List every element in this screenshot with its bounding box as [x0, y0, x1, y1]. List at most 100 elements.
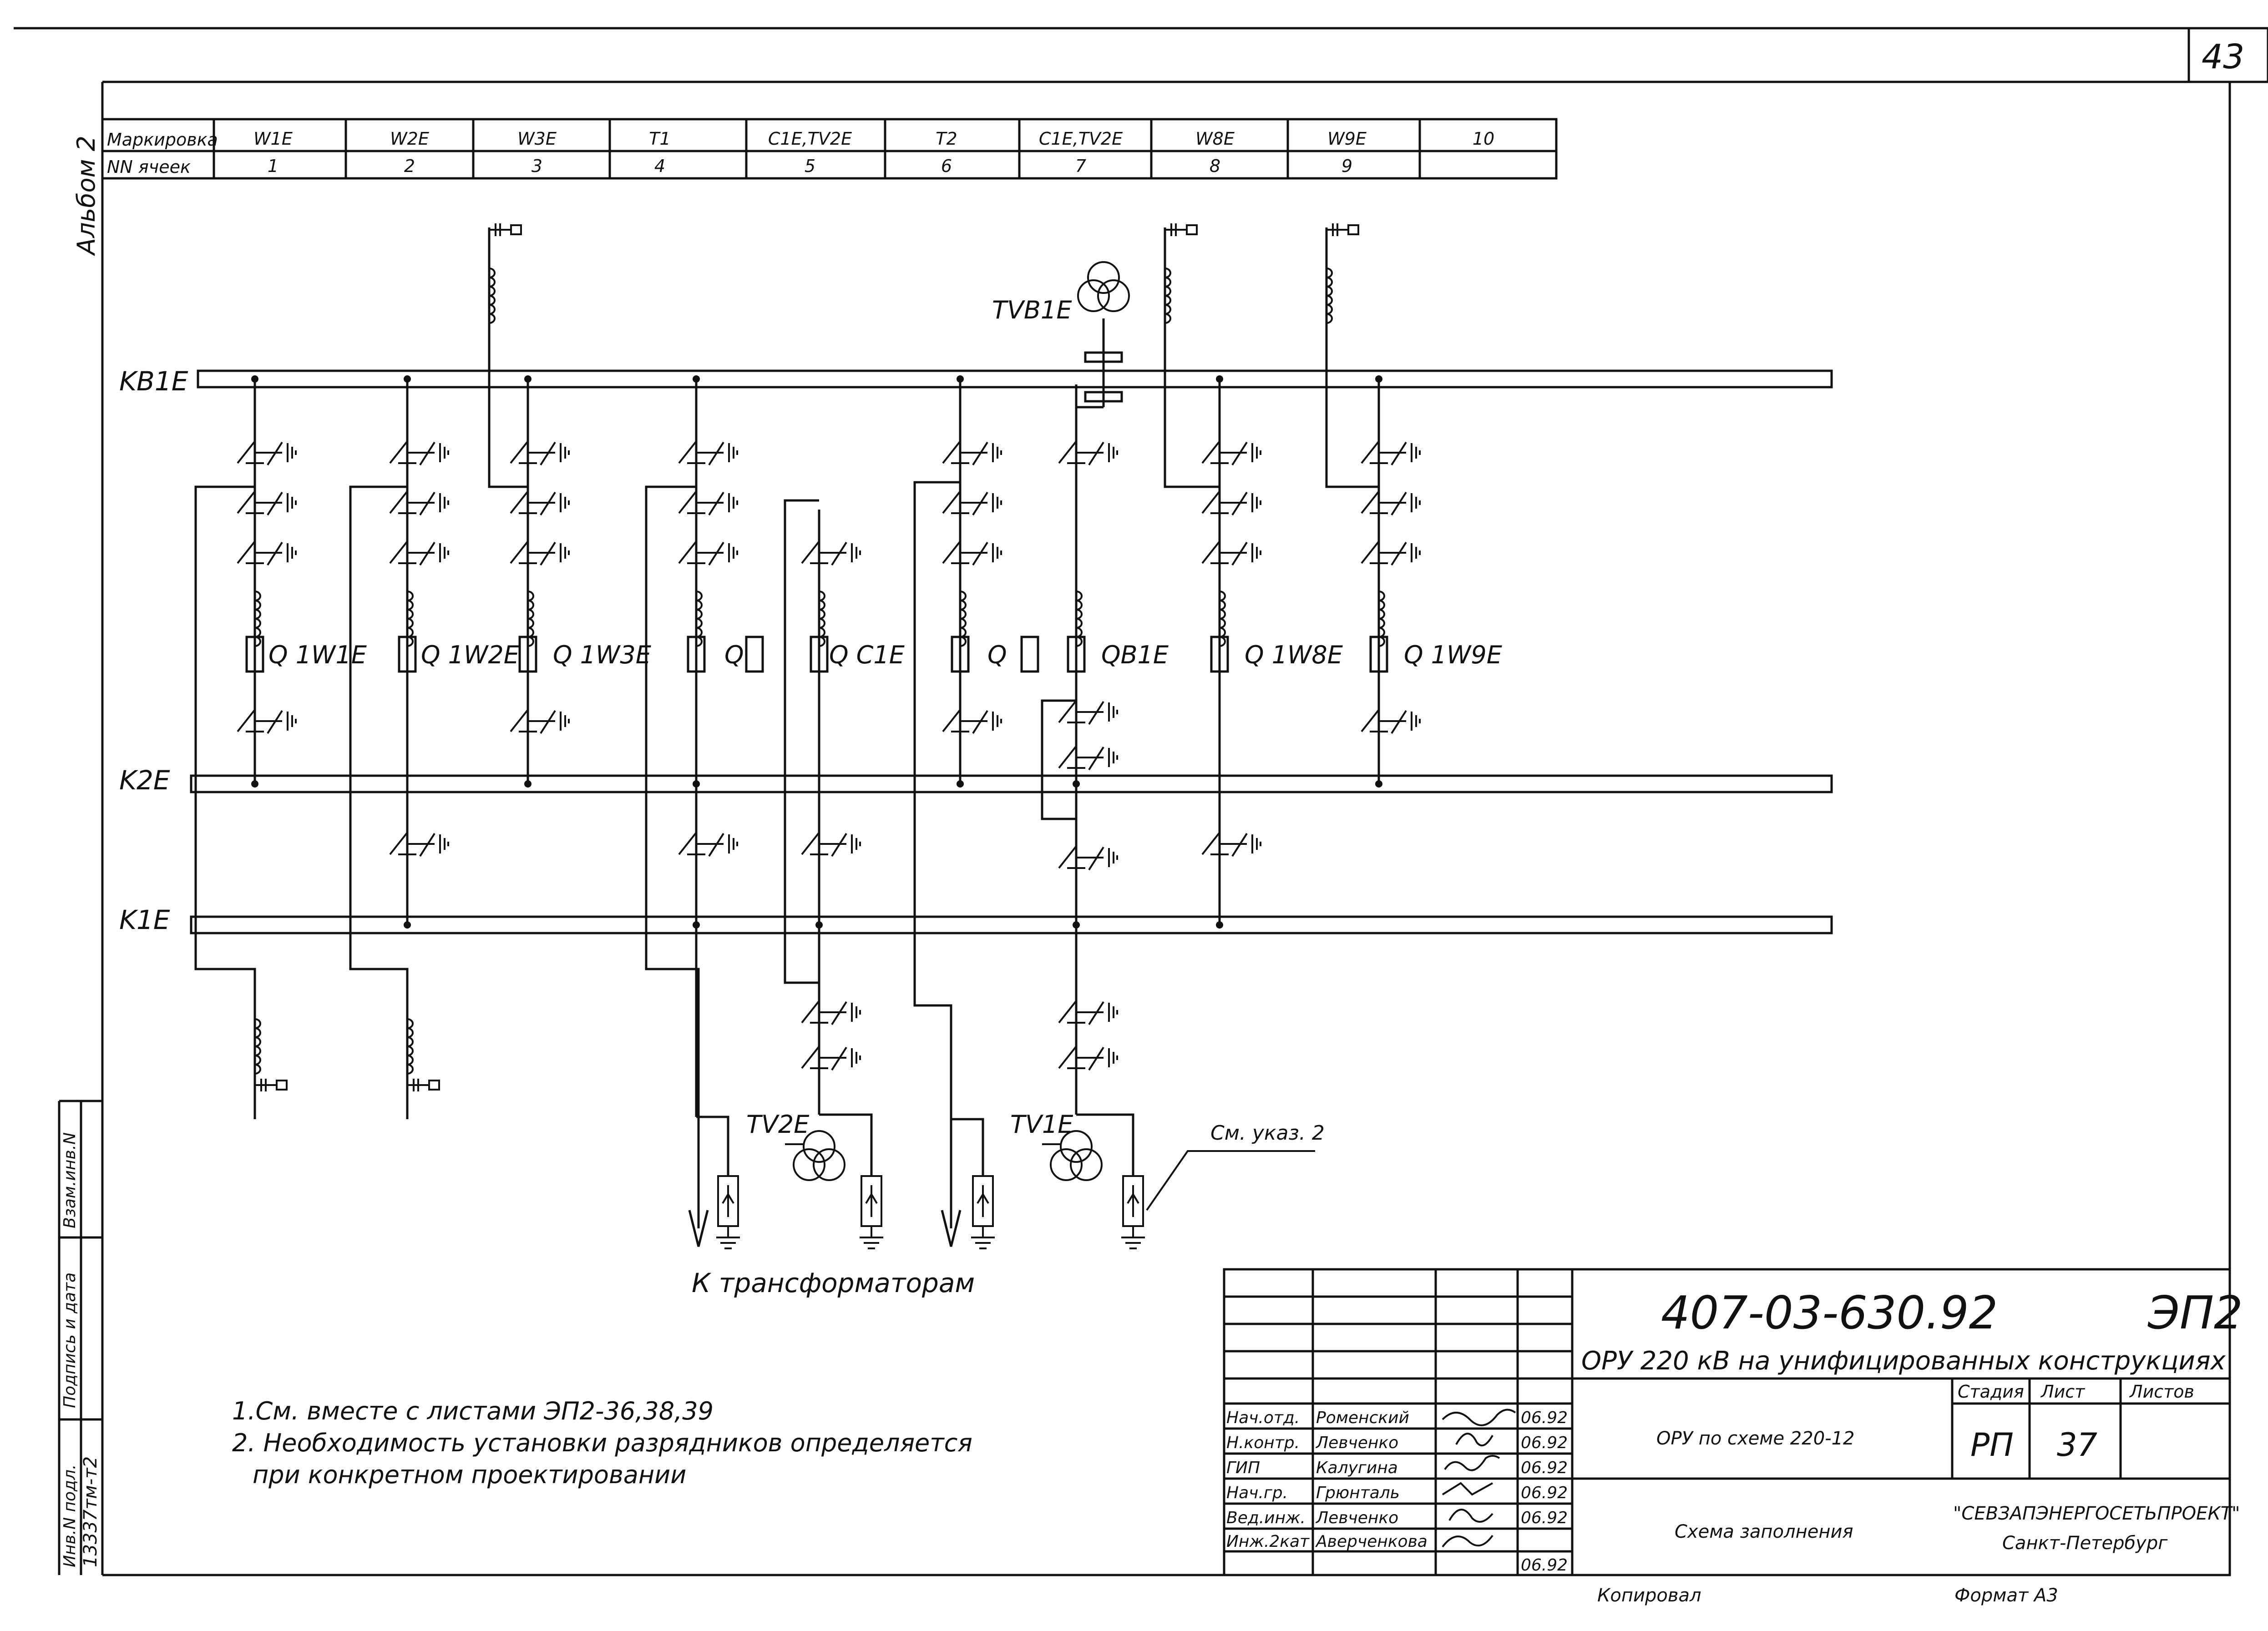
bay-5	[784, 499, 884, 1249]
bay-2	[349, 375, 449, 1119]
signer-name-1: Роменский	[1316, 1409, 1409, 1427]
breaker-6-spare-box	[1020, 636, 1039, 673]
page-number: 43	[2202, 37, 2244, 76]
title-block: 407-03-630.92 ЭП2 ОРУ 220 кВ на унифицир…	[1223, 1268, 2243, 1576]
bay-3	[488, 222, 570, 788]
podpis-label: Подпись и дата	[61, 1272, 79, 1408]
signatures	[1442, 1409, 1516, 1548]
breaker-label-9: Q 1W9E	[1404, 641, 1503, 669]
tv1e-label: TV1E	[1010, 1110, 1073, 1139]
signer-date-4: 06.92	[1521, 1484, 1568, 1502]
to-transformers-label: К трансформаторам	[692, 1267, 975, 1298]
breaker-label-7: QB1E	[1101, 641, 1169, 669]
breaker-label-5: Q C1E	[829, 641, 905, 669]
bay-1	[194, 375, 297, 1119]
page-number-box	[2187, 27, 2268, 83]
marking-2: W2E	[390, 129, 429, 149]
note-1: 1.См. вместе с листами ЭП2-36,38,39	[232, 1397, 714, 1425]
signer-role-6: Инж.2кат	[1226, 1532, 1310, 1551]
bay-4	[645, 375, 741, 1249]
vzam-label: Взам.инв.N	[61, 1132, 79, 1228]
cell-1: 1	[268, 156, 278, 176]
signer-date-1: 06.92	[1521, 1409, 1568, 1427]
signer-role-3: ГИП	[1226, 1459, 1260, 1477]
marking-5: C1E,TV2E	[768, 129, 852, 149]
cell-9: 9	[1342, 156, 1352, 176]
stage-value: РП	[1970, 1426, 2014, 1464]
header-row2-label: NN ячеек	[107, 157, 191, 177]
sheet-title: Схема заполнения	[1675, 1521, 1853, 1542]
inv-label: Инв.N подл.	[61, 1464, 79, 1567]
stage-header: Стадия	[1958, 1382, 2024, 1402]
signer-name-5: Левченко	[1315, 1509, 1398, 1527]
note-3: при конкретном проектировании	[253, 1460, 686, 1489]
marking-7: C1E,TV2E	[1039, 129, 1123, 149]
cell-6: 6	[941, 156, 952, 176]
side-stamp: Взам.инв.N Подпись и дата Инв.N подл. 13…	[58, 1100, 102, 1575]
tvb1e-label: TVB1E	[992, 296, 1072, 324]
marking-10: 10	[1473, 129, 1494, 149]
breaker-label-2: Q 1W2E	[421, 641, 520, 669]
cell-8: 8	[1210, 156, 1220, 176]
cell-2: 2	[404, 156, 415, 176]
bay-7	[1041, 261, 1146, 1249]
header-row1-label: Маркировка	[107, 130, 218, 150]
bus-label-k2e: K2E	[119, 765, 170, 796]
doc-mark: ЭП2	[2147, 1286, 2243, 1339]
bus-k1e	[190, 915, 1833, 934]
signer-role-2: Н.контр.	[1226, 1434, 1300, 1452]
marking-9: W9E	[1327, 129, 1367, 149]
breaker-label-1: Q 1W1E	[268, 641, 367, 669]
header-table: Маркировка NN ячеек W1E W2E W3E T1 C1E,T…	[101, 118, 1558, 180]
signer-name-3: Калугина	[1316, 1459, 1398, 1477]
inv-value: 13337тм-т2	[80, 1456, 101, 1567]
marking-8: W8E	[1195, 129, 1235, 149]
cell-4: 4	[654, 156, 665, 176]
breaker-label-8: Q 1W8E	[1245, 641, 1343, 669]
bus-k2e	[190, 774, 1833, 793]
doc-code: 407-03-630.92	[1661, 1286, 1998, 1339]
org-city: Санкт-Петербург	[2002, 1533, 2168, 1554]
sheet-value: 37	[2057, 1426, 2097, 1464]
signer-date-5: 06.92	[1521, 1509, 1568, 1527]
cell-3: 3	[532, 156, 542, 176]
busbars: KB1E K2E K1E	[119, 366, 1833, 935]
signer-name-4: Грюнталь	[1316, 1484, 1400, 1502]
copied-label: Копировал	[1597, 1585, 1701, 1606]
cell-5: 5	[805, 156, 815, 176]
bay-8	[1164, 222, 1261, 929]
cell-7: 7	[1075, 156, 1086, 176]
breaker-label-4: Q	[724, 641, 744, 669]
signer-role-5: Вед.инж.	[1226, 1509, 1306, 1527]
marking-4: T1	[649, 129, 670, 149]
tv2e-label: TV2E	[746, 1110, 810, 1139]
marking-3: W3E	[517, 129, 557, 149]
marking-6: T2	[936, 129, 957, 149]
bay-6	[913, 375, 1002, 1249]
scheme-label: ОРУ по схеме 220-12	[1656, 1428, 1855, 1449]
bus-label-k1e: K1E	[119, 904, 170, 935]
org-name: "СЕВЗАПЭНЕРГОСЕТЬПРОЕКТ"	[1953, 1503, 2240, 1524]
signer-date-2: 06.92	[1521, 1434, 1568, 1452]
signer-date-3: 06.92	[1521, 1459, 1568, 1477]
signer-role-4: Нач.гр.	[1226, 1484, 1288, 1502]
signer-date-6: 06.92	[1521, 1556, 1568, 1575]
breaker-label-3: Q 1W3E	[553, 641, 652, 669]
note-2: 2. Необходимость установки разрядников о…	[232, 1429, 972, 1457]
breaker-4-spare-box	[745, 636, 764, 673]
project-title: ОРУ 220 кВ на унифицированных конструкци…	[1581, 1346, 2226, 1376]
signer-name-6: Аверченкова	[1315, 1532, 1428, 1551]
bay-9	[1325, 222, 1421, 788]
signer-name-2: Левченко	[1315, 1434, 1398, 1452]
note-ref-leader	[1146, 1150, 1315, 1211]
bus-kb1e	[197, 369, 1833, 389]
sheets-header: Листов	[2129, 1382, 2194, 1402]
sheet-header: Лист	[2040, 1382, 2086, 1402]
note-ref-label: См. указ. 2	[1210, 1121, 1325, 1145]
format-label: Формат А3	[1954, 1585, 2058, 1606]
signer-role-1: Нач.отд.	[1226, 1409, 1300, 1427]
breaker-label-6: Q	[987, 641, 1007, 669]
album-label: Альбом 2	[72, 136, 101, 256]
bus-label-kb1e: KB1E	[119, 366, 188, 397]
